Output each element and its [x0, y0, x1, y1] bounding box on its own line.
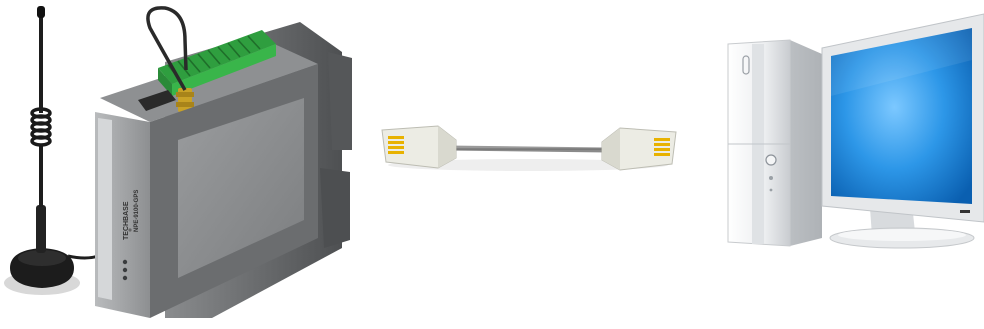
power-button-icon: [766, 155, 776, 165]
rj45-plug-right: [602, 128, 676, 170]
cable-wire: [448, 148, 608, 150]
device-model-label: NPE-9100-GPS: [134, 190, 140, 232]
din-rail-device: TECHBASE NPE-9100-GPS: [95, 8, 352, 318]
device-rail-clip-bottom: [320, 168, 350, 248]
rj45-plug-left: [382, 126, 456, 168]
ethernet-cable: [382, 126, 676, 171]
device-rail-clip-top: [328, 52, 352, 150]
antenna-coil: [32, 109, 50, 145]
antenna-stub: [36, 205, 46, 253]
device-front-strip: [98, 118, 112, 300]
antenna: [4, 6, 110, 295]
antenna-rod-upper: [39, 15, 43, 113]
monitor: [822, 14, 984, 222]
desktop-computer: [728, 14, 984, 248]
computer-tower: [728, 40, 822, 246]
device-brand-label: TECHBASE: [123, 201, 130, 240]
antenna-tip: [37, 6, 45, 18]
monitor-power-led-icon: [960, 210, 970, 213]
antenna-rod-lower: [39, 145, 43, 207]
power-led-icon: [769, 176, 773, 180]
